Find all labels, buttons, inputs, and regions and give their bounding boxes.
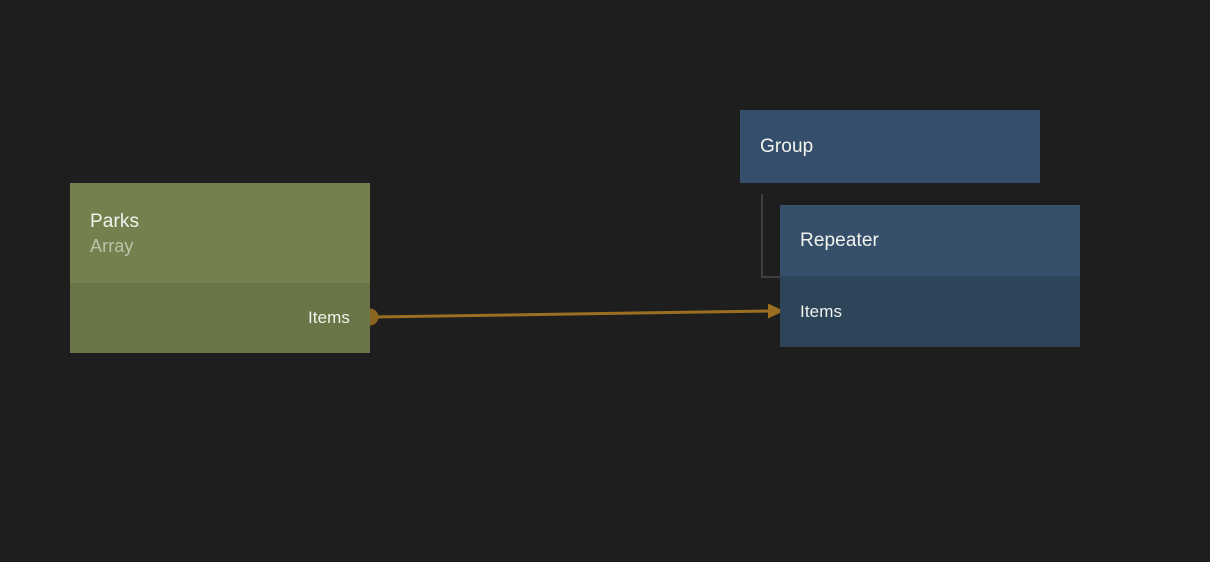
connection-line — [375, 309, 769, 319]
node-repeater-title: Repeater — [800, 230, 879, 251]
node-parks-output-port-label: Items — [307, 308, 350, 327]
node-group-title: Group — [760, 136, 814, 157]
node-parks-subtitle: Array — [90, 235, 134, 256]
node-parks[interactable]: Parks Array Items — [70, 183, 370, 353]
node-repeater-input-port-items[interactable]: Items — [780, 276, 1080, 347]
node-repeater[interactable]: Repeater Items — [780, 205, 1080, 347]
node-parks-header[interactable]: Parks Array — [70, 183, 370, 283]
node-repeater-input-port-label: Items — [800, 301, 843, 321]
node-parks-title: Parks — [90, 210, 140, 232]
node-repeater-header[interactable]: Repeater — [780, 205, 1080, 276]
node-group-header[interactable]: Group — [740, 110, 1040, 183]
tree-bracket-group-to-repeater — [761, 194, 781, 278]
node-group[interactable]: Group — [740, 110, 1040, 183]
connection-parks-items-to-repeater-items[interactable] — [375, 303, 784, 319]
node-parks-output-port-items[interactable]: Items — [70, 283, 370, 353]
